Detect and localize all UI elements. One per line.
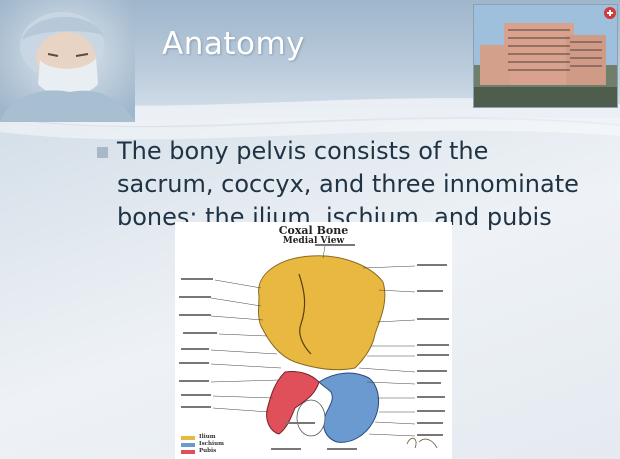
figure-legend: Ilium Ischium Pubis — [181, 434, 224, 455]
legend-label-pubis: Pubis — [199, 448, 216, 455]
surgeon-photo — [0, 0, 135, 122]
legend-item: Pubis — [181, 448, 224, 455]
legend-item: Ischium — [181, 441, 224, 448]
artist-signature — [407, 438, 437, 448]
bullet-text: The bony pelvis consists of the sacrum, … — [117, 135, 587, 234]
legend-item: Ilium — [181, 434, 224, 441]
coxal-bone-illustration — [175, 222, 452, 459]
slide-title: Anatomy — [162, 26, 305, 62]
legend-label-ilium: Ilium — [199, 434, 216, 441]
bullet-marker — [97, 147, 108, 158]
hospital-photo — [473, 4, 618, 108]
coxal-bone-figure: Coxal Bone Medial View — [175, 222, 452, 459]
legend-label-ischium: Ischium — [199, 441, 224, 448]
